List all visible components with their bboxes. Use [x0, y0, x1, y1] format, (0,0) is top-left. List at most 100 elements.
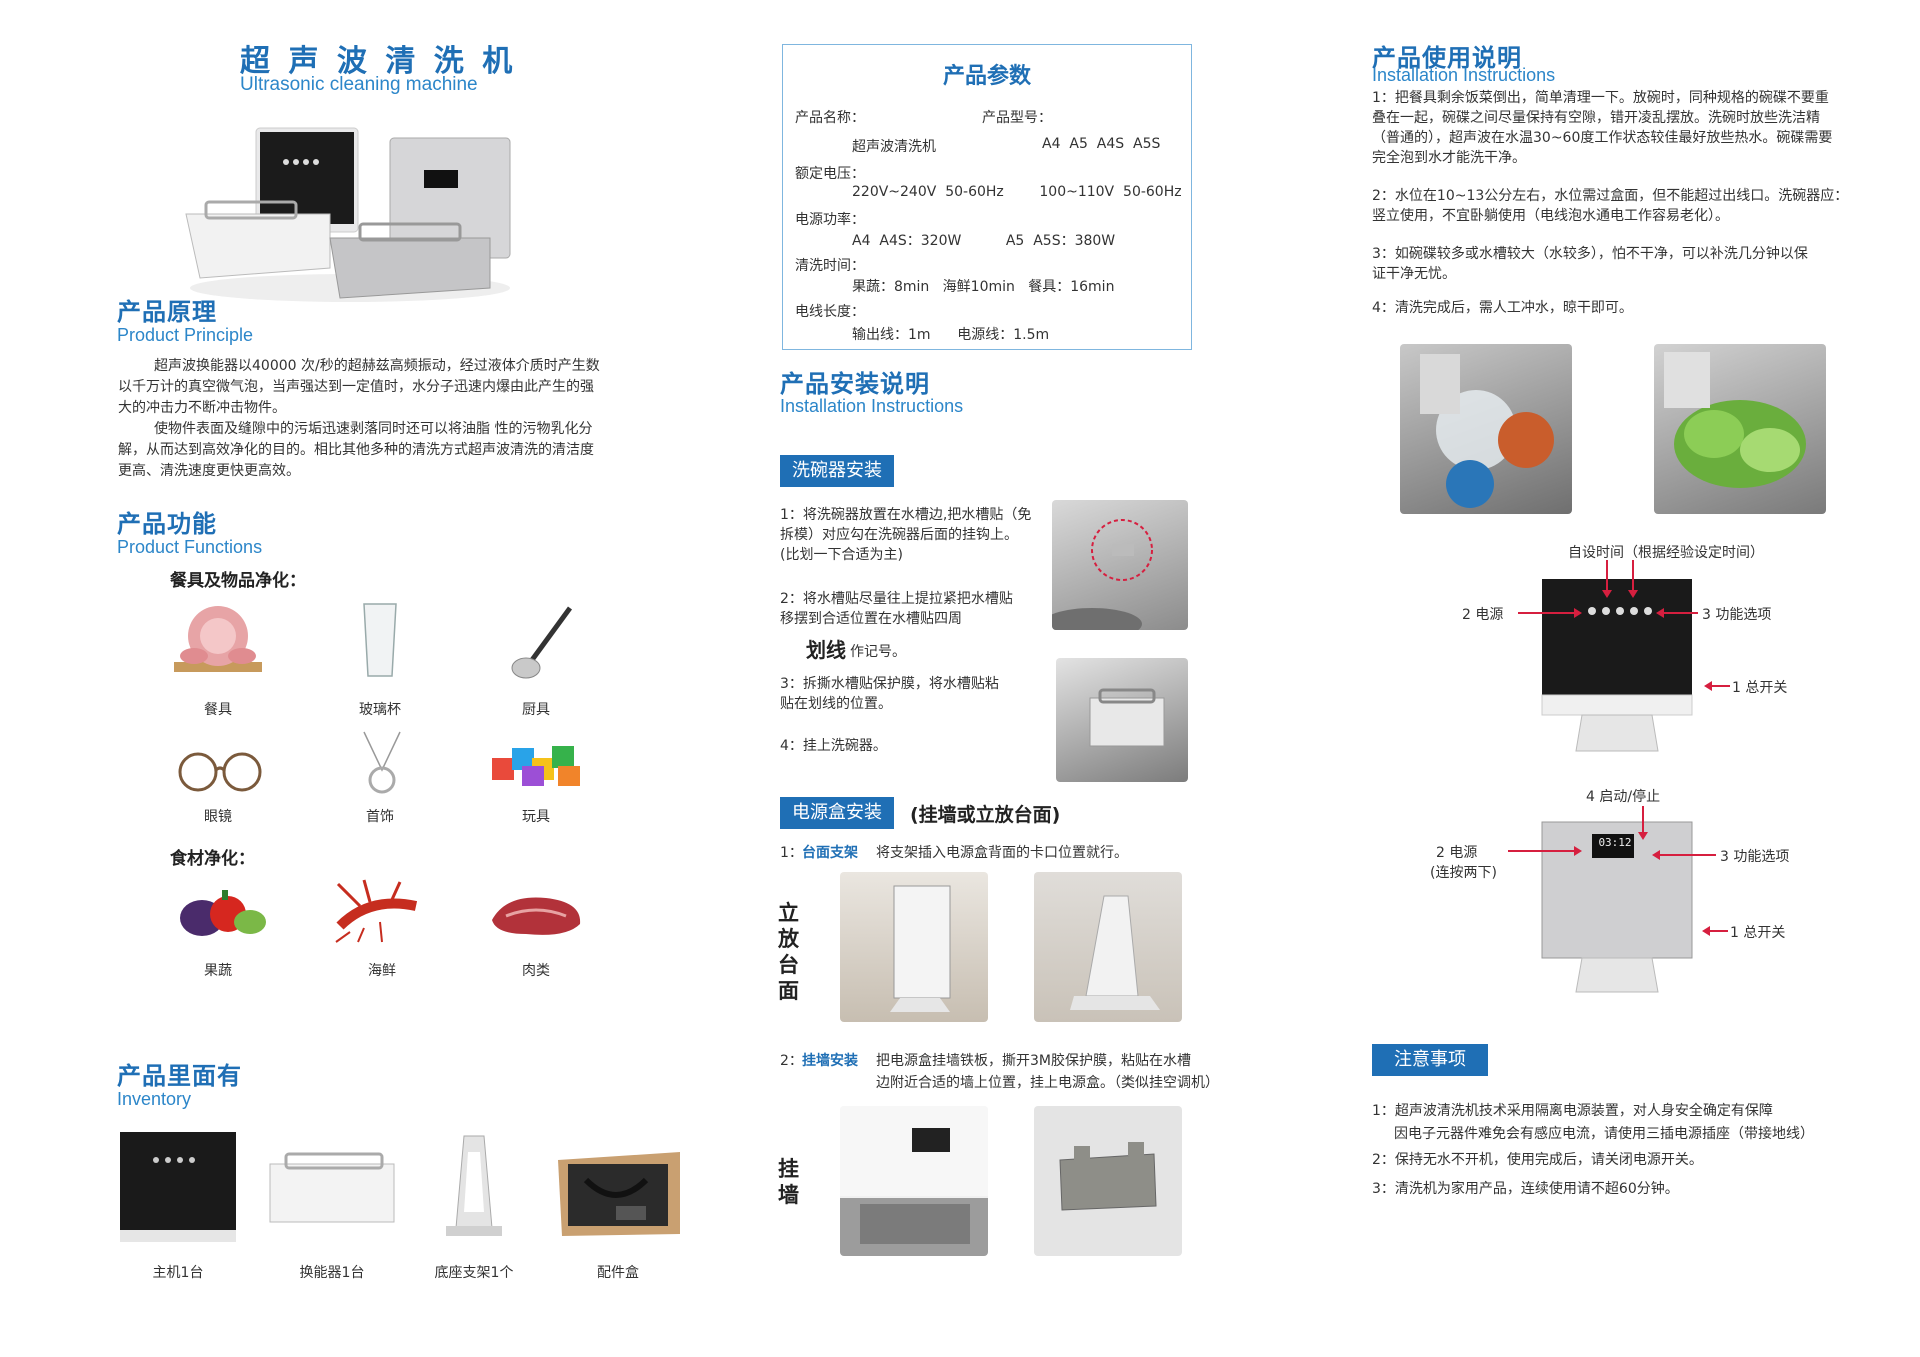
inventory-title-en: Inventory	[117, 1089, 192, 1109]
glasses-image	[172, 748, 268, 794]
install-title-cn: 产品安装说明	[780, 370, 930, 398]
crayfish-image	[330, 876, 426, 946]
diagram1-top-arrow	[1602, 560, 1612, 598]
functions-item-label: 首饰	[366, 809, 394, 825]
main-unit-image	[118, 1130, 238, 1245]
notes-tag: 注意事项	[1372, 1044, 1488, 1076]
diagram1-unit	[1540, 577, 1694, 763]
wall-step-text-1: 把电源盒挂墙铁板，撕开3M胶保护膜，粘贴在水槽	[876, 1053, 1191, 1069]
food-item-label: 海鲜	[368, 963, 396, 979]
wall-plate-photo	[1034, 1106, 1182, 1256]
usage-title-en: Installation Instructions	[1372, 65, 1556, 85]
diagram2-unit	[1540, 820, 1694, 1000]
wall-side-label: 挂墙	[778, 1157, 799, 1207]
params-model-label: 产品型号：	[982, 110, 1052, 126]
params-name-value: 超声波清洗机	[852, 139, 936, 155]
principle-para2: 使物件表面及缝隙中的污垢迅速剥落同时还可以将油脂 性的污物乳化分解，从而达到高效…	[118, 421, 594, 479]
wall-mount-photo-1	[840, 1106, 988, 1256]
vegetables-in-sink-photo	[1654, 344, 1826, 514]
glass-image	[360, 602, 400, 680]
diagram1-top-arrow	[1628, 560, 1638, 598]
transducer-image	[268, 1150, 396, 1226]
inventory-item-label: 主机1台	[152, 1265, 204, 1281]
power-box-install-tag: 电源盒安装	[780, 797, 894, 829]
product-hero-image	[180, 118, 520, 308]
inventory-item-label: 底座支架1个	[434, 1265, 514, 1281]
vegetables-image	[172, 880, 268, 944]
diagram1-function-label: 3 功能选项	[1702, 607, 1772, 623]
usage-step-3: 3：如碗碟较多或水槽较大（水较多），怕不干净，可以补洗几分钟以保证干净无忧。	[1372, 246, 1808, 282]
functions-item-label: 眼镜	[204, 809, 232, 825]
principle-title-en: Product Principle	[117, 325, 254, 345]
diagram1-top-label: 自设时间（根据经验设定时间）	[1568, 545, 1764, 561]
params-box	[782, 44, 1192, 350]
desk-step-label: 台面支架	[802, 845, 858, 861]
main-title-cn: 超 声 波 清 洗 机	[240, 44, 517, 79]
functions-item-label: 玩具	[522, 809, 550, 825]
diagram2-top-arrow	[1638, 806, 1648, 840]
desk-step-num: 1：	[780, 845, 803, 861]
install-step-2-tail: 作记号。	[850, 644, 906, 660]
params-model-value: A4 A5 A4S A5S	[1042, 136, 1161, 152]
principle-para1: 超声波换能器以40000 次/秒的超赫兹高频振动，经过液体介质时产生数以千万计的…	[118, 358, 600, 416]
params-time-label: 清洗时间：	[795, 258, 865, 274]
params-time-value: 果蔬：8min 海鲜10min 餐具：16min	[852, 279, 1115, 295]
install-title-en: Installation Instructions	[780, 396, 964, 416]
dishes-in-sink-photo	[1400, 344, 1572, 514]
meat-image	[486, 890, 586, 940]
install-step-2: 2：将水槽贴尽量往上提拉紧把水槽贴移摆到合适位置在水槽贴四周	[780, 591, 1013, 627]
params-voltage-label: 额定电压：	[795, 166, 865, 182]
params-name-label: 产品名称：	[795, 110, 865, 126]
sink-hook-photo	[1052, 500, 1188, 630]
ladle-image	[510, 604, 580, 682]
install-step-2-mark: 划线	[806, 638, 846, 662]
params-cable-value: 输出线：1m 电源线：1.5m	[852, 327, 1050, 343]
desk-side-label: 立放台面	[778, 901, 799, 1003]
wall-step-text-2: 边附近合适的墙上位置，挂上电源盒。（类似挂空调机）	[876, 1075, 1219, 1091]
notes-item-2: 2：保持无水不开机，使用完成后，请关闭电源开关。	[1372, 1152, 1703, 1168]
power-box-install-note: (挂墙或立放台面)	[910, 804, 1061, 826]
diagram1-power-label: 2 电源	[1462, 607, 1504, 623]
inventory-title-cn: 产品里面有	[117, 1062, 242, 1090]
diagram1-switch-arrow	[1704, 681, 1730, 691]
main-title-en: Ultrasonic cleaning machine	[240, 74, 478, 95]
diagram1-switch-label: 1 总开关	[1732, 680, 1788, 696]
diagram2-switch-label: 1 总开关	[1730, 925, 1786, 941]
params-power-label: 电源功率：	[795, 212, 865, 228]
principle-title-cn: 产品原理	[117, 298, 217, 326]
functions-subtitle-food: 食材净化：	[170, 849, 255, 869]
sink-washer-photo	[1056, 658, 1188, 782]
usage-title-cn: 产品使用说明	[1372, 44, 1522, 72]
notes-item-1: 1：超声波清洗机技术采用隔离电源装置，对人身安全确定有保障	[1372, 1103, 1773, 1119]
params-title: 产品参数	[942, 64, 1031, 89]
params-cable-label: 电线长度：	[795, 304, 865, 320]
diagram2-function-label: 3 功能选项	[1720, 849, 1790, 865]
notes-item-1b: 因电子元器件难免会有感应电流，请使用三插电源插座（带接地线）	[1394, 1126, 1814, 1142]
diagram2-display: 03:12	[1598, 836, 1632, 849]
toy-blocks-image	[488, 740, 584, 790]
tableware-image	[170, 600, 266, 680]
diagram2-function-arrow	[1652, 850, 1716, 860]
diagram1-power-arrow	[1518, 608, 1582, 618]
functions-item-label: 玻璃杯	[359, 702, 401, 718]
necklace-image	[360, 730, 404, 796]
functions-title-en: Product Functions	[117, 537, 263, 557]
usage-step-1: 1：把餐具剩余饭菜倒出，简单清理一下。放碗时，同种规格的碗碟不要重叠在一起，碗碟…	[1372, 90, 1833, 166]
diagram1-function-arrow	[1656, 608, 1698, 618]
diagram2-power-sublabel: (连按两下)	[1430, 865, 1497, 881]
food-item-label: 肉类	[522, 963, 550, 979]
diagram2-switch-arrow	[1702, 926, 1728, 936]
accessory-box-image	[556, 1150, 682, 1238]
desk-stand-photo-1	[840, 872, 988, 1022]
diagram2-top-label: 4 启动/停止	[1586, 789, 1661, 805]
food-item-label: 果蔬	[204, 963, 232, 979]
usage-step-4: 4：清洗完成后，需人工冲水，晾干即可。	[1372, 300, 1633, 316]
usage-step-2: 2：水位在10~13公分左右，水位需过盒面，但不能超过出线口。洗碗器应：竖立使用…	[1372, 188, 1849, 224]
inventory-item-label: 换能器1台	[299, 1265, 365, 1281]
wall-step-label: 挂墙安装	[802, 1053, 858, 1069]
stand-image	[442, 1132, 506, 1244]
inventory-item-label: 配件盒	[597, 1265, 639, 1281]
desk-step-text: 将支架插入电源盒背面的卡口位置就行。	[876, 845, 1128, 861]
install-step-1: 1：将洗碗器放置在水槽边,把水槽贴（免拆模）对应勾在洗碗器后面的挂钩上。(比划一…	[780, 507, 1032, 563]
wall-step-num: 2：	[780, 1053, 803, 1069]
